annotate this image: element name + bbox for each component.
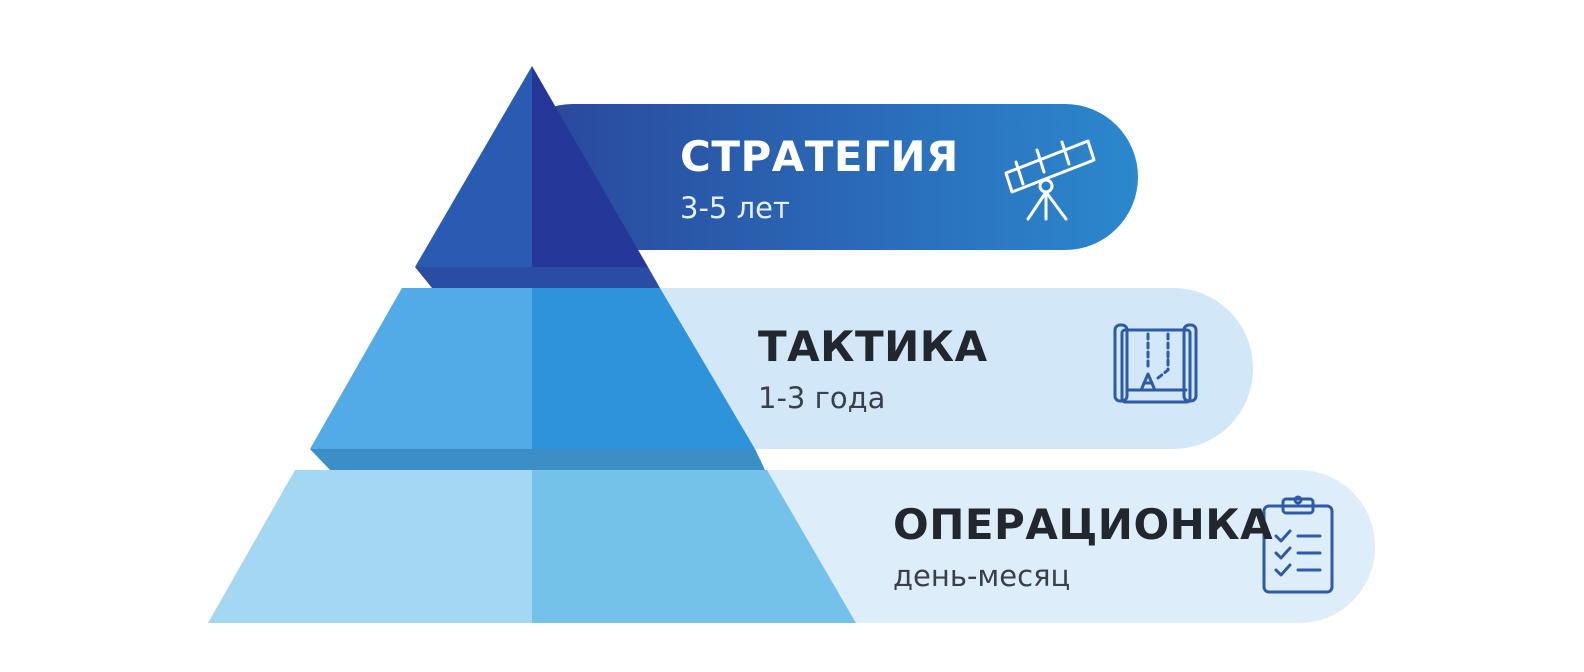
- shelf-tactics: [310, 449, 765, 470]
- shelf-strategy: [415, 267, 660, 288]
- tactics-label-block: ТАКТИКА 1-3 года: [758, 326, 988, 413]
- face-right-operations: [532, 470, 856, 623]
- telescope-icon: [1004, 139, 1096, 221]
- face-right-tactics: [532, 288, 755, 449]
- tactics-subtitle: 1-3 года: [758, 381, 886, 415]
- strategy-label-block: СТРАТЕГИЯ 3-5 лет: [680, 136, 959, 223]
- operations-label-block: ОПЕРАЦИОНКА день-месяц: [893, 504, 1273, 591]
- tier-strategy: [415, 66, 1138, 288]
- face-right-strategy: [532, 66, 648, 267]
- tier-tactics: [310, 288, 1253, 470]
- strategy-title: СТРАТЕГИЯ: [680, 132, 959, 181]
- face-left-strategy: [415, 66, 532, 267]
- checklist-icon: [1262, 495, 1334, 594]
- face-left-operations: [208, 470, 532, 623]
- tactics-title: ТАКТИКА: [758, 322, 988, 371]
- operations-title: ОПЕРАЦИОНКА: [893, 500, 1274, 549]
- banner-strategy: [500, 104, 1138, 250]
- strategy-subtitle: 3-5 лет: [680, 191, 790, 225]
- map-icon: [1113, 323, 1198, 404]
- face-left-tactics: [310, 288, 532, 449]
- operations-subtitle: день-месяц: [893, 559, 1071, 593]
- banner-tactics: [580, 288, 1253, 449]
- tier-operations: [208, 470, 1375, 623]
